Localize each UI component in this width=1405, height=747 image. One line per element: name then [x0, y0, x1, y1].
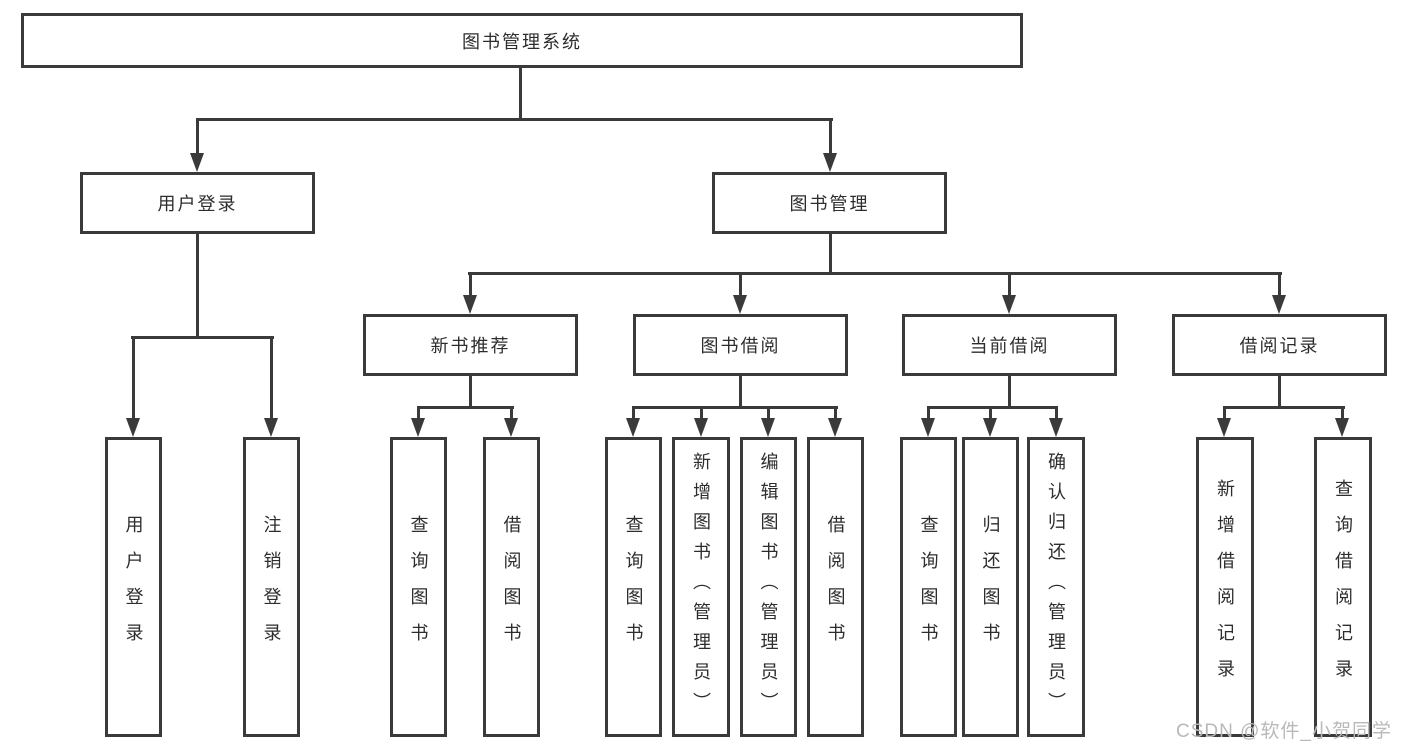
connector-line — [1008, 272, 1011, 298]
connector-line — [1008, 376, 1011, 409]
connector-line — [829, 234, 832, 275]
connector-line — [700, 406, 703, 422]
node-label: 新增借阅记录 — [1215, 479, 1235, 695]
connector-line — [739, 272, 742, 298]
node-label: 查询图书 — [408, 515, 429, 659]
csdn-watermark: CSDN @软件_小贺同学 — [1176, 721, 1392, 742]
node-label: 确认归还（管理员） — [1046, 452, 1066, 722]
arrowhead-down-icon — [694, 418, 708, 437]
connector-line — [417, 406, 420, 422]
arrowhead-down-icon — [504, 418, 518, 437]
connector-line — [1278, 272, 1281, 298]
node-label: 注销登录 — [261, 515, 282, 659]
connector-line — [469, 272, 472, 298]
node-label: 借阅图书 — [825, 515, 846, 659]
node-label: 借阅记录 — [1239, 336, 1320, 356]
connector-line — [834, 406, 837, 422]
arrowhead-down-icon — [463, 295, 477, 314]
node-label: 当前借阅 — [969, 336, 1050, 356]
node-label: 图书借阅 — [700, 336, 781, 356]
connector-line — [1223, 406, 1226, 422]
connector-line — [1278, 376, 1281, 409]
connector-line — [1223, 406, 1345, 409]
leaf-logout: 注销登录 — [243, 437, 300, 737]
leaf-add-book-admin: 新增图书（管理员） — [672, 437, 730, 737]
node-label: 借阅图书 — [501, 515, 522, 659]
connector-line — [132, 336, 135, 421]
arrowhead-down-icon — [1049, 418, 1063, 437]
node-label: 查询借阅记录 — [1333, 479, 1353, 695]
node-label: 图书管理系统 — [462, 31, 582, 52]
connector-line — [196, 118, 199, 156]
arrowhead-down-icon — [1002, 295, 1016, 314]
node-label: 用户登录 — [123, 515, 144, 659]
arrowhead-down-icon — [1217, 418, 1231, 437]
connector-line — [270, 336, 273, 421]
node-root-system: 图书管理系统 — [21, 13, 1023, 68]
connector-line — [519, 68, 522, 121]
node-user-login-module: 用户登录 — [80, 172, 315, 234]
connector-line — [469, 376, 472, 409]
arrowhead-down-icon — [190, 153, 204, 172]
leaf-query-books-recommend: 查询图书 — [390, 437, 447, 737]
node-book-management-module: 图书管理 — [712, 172, 947, 234]
leaf-query-books-borrowing: 查询图书 — [605, 437, 662, 737]
connector-line — [767, 406, 770, 422]
connector-line — [196, 234, 199, 339]
connector-line — [739, 376, 742, 409]
leaf-confirm-return-admin: 确认归还（管理员） — [1027, 437, 1085, 737]
node-label: 编辑图书（管理员） — [758, 452, 779, 722]
arrowhead-down-icon — [411, 418, 425, 437]
leaf-user-login: 用户登录 — [105, 437, 162, 737]
connector-line — [1055, 406, 1058, 422]
leaf-borrow-books-borrowing: 借阅图书 — [807, 437, 864, 737]
leaf-query-borrow-record: 查询借阅记录 — [1314, 437, 1372, 737]
connector-line — [417, 406, 514, 409]
connector-line — [927, 406, 930, 422]
arrowhead-down-icon — [761, 418, 775, 437]
connector-line — [1341, 406, 1344, 422]
node-label: 查询图书 — [623, 515, 644, 659]
node-label: 查询图书 — [918, 515, 939, 659]
arrowhead-down-icon — [264, 418, 278, 437]
connector-line — [632, 406, 838, 409]
leaf-edit-book-admin: 编辑图书（管理员） — [740, 437, 797, 737]
arrowhead-down-icon — [626, 418, 640, 437]
arrowhead-down-icon — [823, 153, 837, 172]
arrowhead-down-icon — [983, 418, 997, 437]
leaf-add-borrow-record: 新增借阅记录 — [1196, 437, 1254, 737]
connector-line — [829, 118, 832, 156]
connector-line — [131, 336, 274, 339]
arrowhead-down-icon — [921, 418, 935, 437]
arrowhead-down-icon — [126, 418, 140, 437]
connector-line — [468, 272, 1282, 275]
node-label: 用户登录 — [157, 194, 238, 214]
connector-line — [632, 406, 635, 422]
arrowhead-down-icon — [828, 418, 842, 437]
node-label: 归还图书 — [980, 515, 1001, 659]
connector-line — [927, 406, 1058, 409]
connector-line — [510, 406, 513, 422]
node-new-book-recommend: 新书推荐 — [363, 314, 578, 376]
node-borrowing-records: 借阅记录 — [1172, 314, 1387, 376]
leaf-borrow-books-recommend: 借阅图书 — [483, 437, 540, 737]
node-label: 新增图书（管理员） — [691, 452, 711, 722]
arrowhead-down-icon — [733, 295, 747, 314]
arrowhead-down-icon — [1335, 418, 1349, 437]
connector-line — [196, 118, 833, 121]
node-label: 图书管理 — [789, 194, 870, 214]
node-current-borrowing: 当前借阅 — [902, 314, 1117, 376]
connector-line — [989, 406, 992, 422]
node-book-borrowing: 图书借阅 — [633, 314, 848, 376]
arrowhead-down-icon — [1272, 295, 1286, 314]
leaf-query-books-current: 查询图书 — [900, 437, 957, 737]
node-label: 新书推荐 — [430, 336, 511, 356]
leaf-return-book: 归还图书 — [962, 437, 1019, 737]
